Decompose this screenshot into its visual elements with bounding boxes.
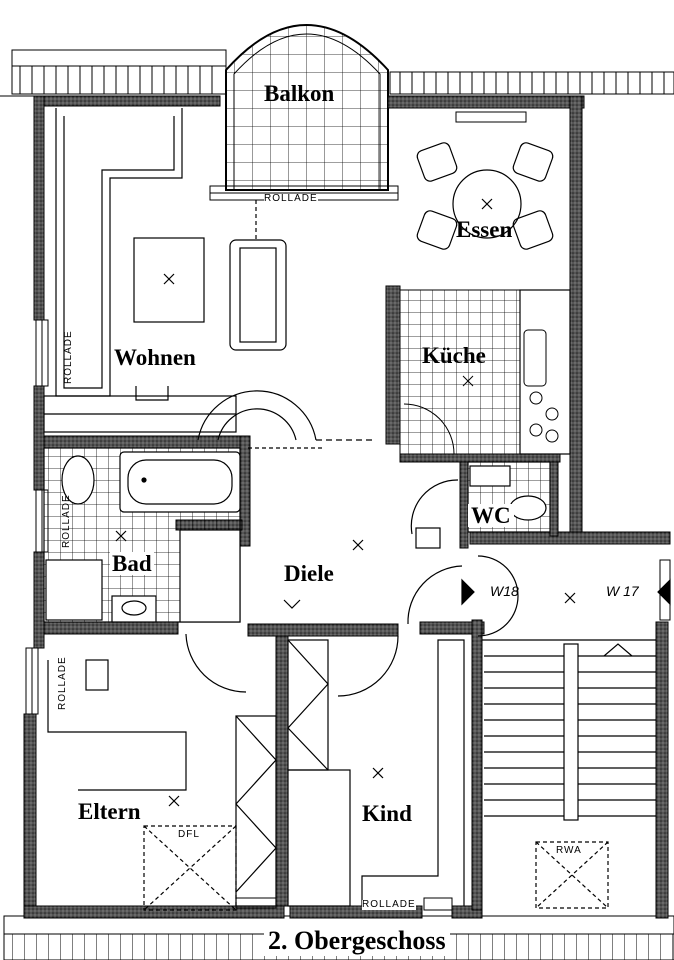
roof-eave-top xyxy=(0,49,227,97)
room-label-wohnen: Wohnen xyxy=(114,345,196,370)
balcony xyxy=(225,24,389,191)
room-label-essen: Essen xyxy=(456,217,513,242)
room-label-kind: Kind xyxy=(362,801,412,826)
floor-title: 2. Obergeschoss xyxy=(264,926,450,956)
hallway xyxy=(185,447,463,697)
bathroom xyxy=(43,447,241,623)
window-label-w18: W18 xyxy=(490,583,519,599)
room-label-bad: Bad xyxy=(110,551,154,576)
window-label-w17: W 17 xyxy=(606,583,639,599)
child-bedroom xyxy=(287,639,465,907)
rollade-label-parents: ROLLADE xyxy=(57,656,68,710)
rollade-label-living: ROLLADE xyxy=(63,330,74,384)
roof-eave-right xyxy=(389,71,674,95)
rollade-label-bath: ROLLADE xyxy=(61,494,72,548)
parents-bedroom xyxy=(47,659,277,911)
dining-table xyxy=(416,142,554,250)
living-room-furniture xyxy=(43,108,372,441)
rwa-label: RWA xyxy=(556,845,582,856)
kitchen xyxy=(399,289,571,455)
staircase xyxy=(461,555,671,909)
room-label-wc: WC xyxy=(468,504,514,527)
rollade-label-child: ROLLADE xyxy=(362,899,416,910)
interior-walls xyxy=(43,285,561,911)
dfl-label: DFL xyxy=(178,829,200,840)
room-label-diele: Diele xyxy=(284,561,334,586)
room-label-balkon: Balkon xyxy=(264,81,335,106)
rollade-label-balcony: ROLLADE xyxy=(264,193,318,204)
room-label-eltern: Eltern xyxy=(78,799,141,824)
room-label-kueche: Küche xyxy=(422,343,486,368)
